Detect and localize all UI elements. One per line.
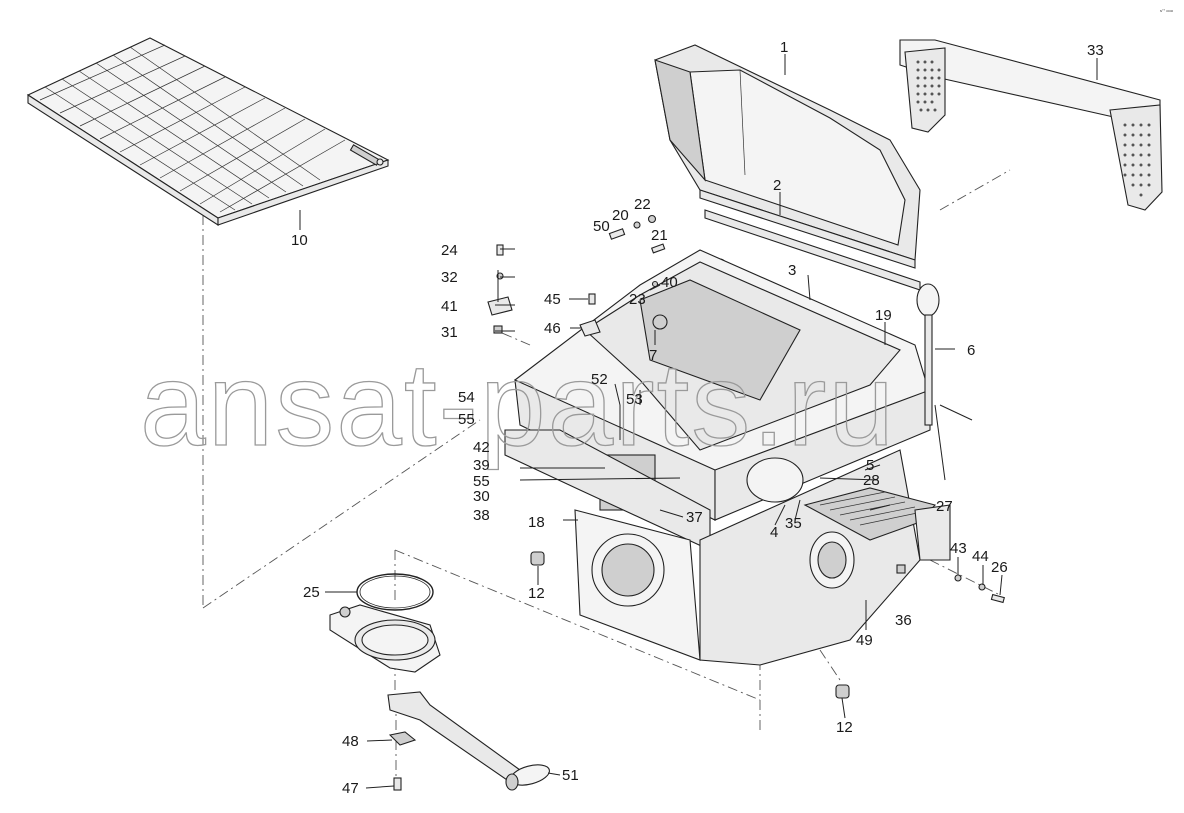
callout-45: 45 <box>544 291 561 308</box>
callout-47: 47 <box>342 780 359 797</box>
callout-53: 53 <box>626 391 643 408</box>
callout-54: 54 <box>458 389 475 406</box>
callout-25: 25 <box>303 584 320 601</box>
callout-36: 36 <box>895 612 912 629</box>
pedal-arm-part <box>387 691 551 791</box>
grate-rack-part <box>26 37 390 227</box>
callout-31: 31 <box>441 324 458 341</box>
callout-12-left: 12 <box>528 585 545 602</box>
lever-part <box>916 283 973 481</box>
callout-42: 42 <box>473 439 490 456</box>
callout-20: 20 <box>612 207 629 224</box>
callout-labels: 1 2 3 4 5 6 7 10 12 12 18 19 20 21 22 23… <box>291 39 1104 797</box>
corner-mark: s°° ooo <box>1160 8 1174 13</box>
callout-55-upper: 55 <box>458 411 475 428</box>
callout-50: 50 <box>593 218 610 235</box>
callout-4: 4 <box>770 524 778 541</box>
step-part <box>803 487 951 561</box>
callout-35: 35 <box>785 515 802 532</box>
callout-3: 3 <box>788 262 796 279</box>
callout-2: 2 <box>773 177 781 194</box>
callout-10: 10 <box>291 232 308 249</box>
callout-22: 22 <box>634 196 651 213</box>
callout-33: 33 <box>1087 42 1104 59</box>
perforated-bracket-part <box>899 39 1163 211</box>
callout-26: 26 <box>991 559 1008 576</box>
callout-28: 28 <box>863 472 880 489</box>
callout-23: 23 <box>629 291 646 308</box>
callout-7: 7 <box>649 347 657 364</box>
watermark-text: ansat-parts.ru <box>140 339 896 471</box>
callout-37: 37 <box>686 509 703 526</box>
leader-lines <box>299 54 1098 789</box>
flange-plate-part <box>329 604 441 673</box>
callout-6: 6 <box>967 342 975 359</box>
callout-19: 19 <box>875 307 892 324</box>
lid-part <box>654 44 921 261</box>
hardware-parts <box>487 214 1005 699</box>
callout-18: 18 <box>528 514 545 531</box>
callout-24: 24 <box>441 242 458 259</box>
callout-30: 30 <box>473 488 490 505</box>
callout-44: 44 <box>972 548 989 565</box>
callout-43: 43 <box>950 540 967 557</box>
callout-52: 52 <box>591 371 608 388</box>
callout-49: 49 <box>856 632 873 649</box>
callout-46: 46 <box>544 320 561 337</box>
callout-5: 5 <box>866 457 874 474</box>
callout-27: 27 <box>936 498 953 515</box>
callout-32: 32 <box>441 269 458 286</box>
callout-12-bottom: 12 <box>836 719 853 736</box>
callout-40: 40 <box>661 274 678 291</box>
callout-21: 21 <box>651 227 668 244</box>
callout-51: 51 <box>562 767 579 784</box>
callout-55-lower: 55 <box>473 473 490 490</box>
callout-39: 39 <box>473 457 490 474</box>
callout-48: 48 <box>342 733 359 750</box>
callout-1: 1 <box>780 39 788 56</box>
callout-41: 41 <box>441 298 458 315</box>
alignment-lines <box>202 169 1011 780</box>
main-box-part <box>514 249 931 521</box>
callout-38: 38 <box>473 507 490 524</box>
